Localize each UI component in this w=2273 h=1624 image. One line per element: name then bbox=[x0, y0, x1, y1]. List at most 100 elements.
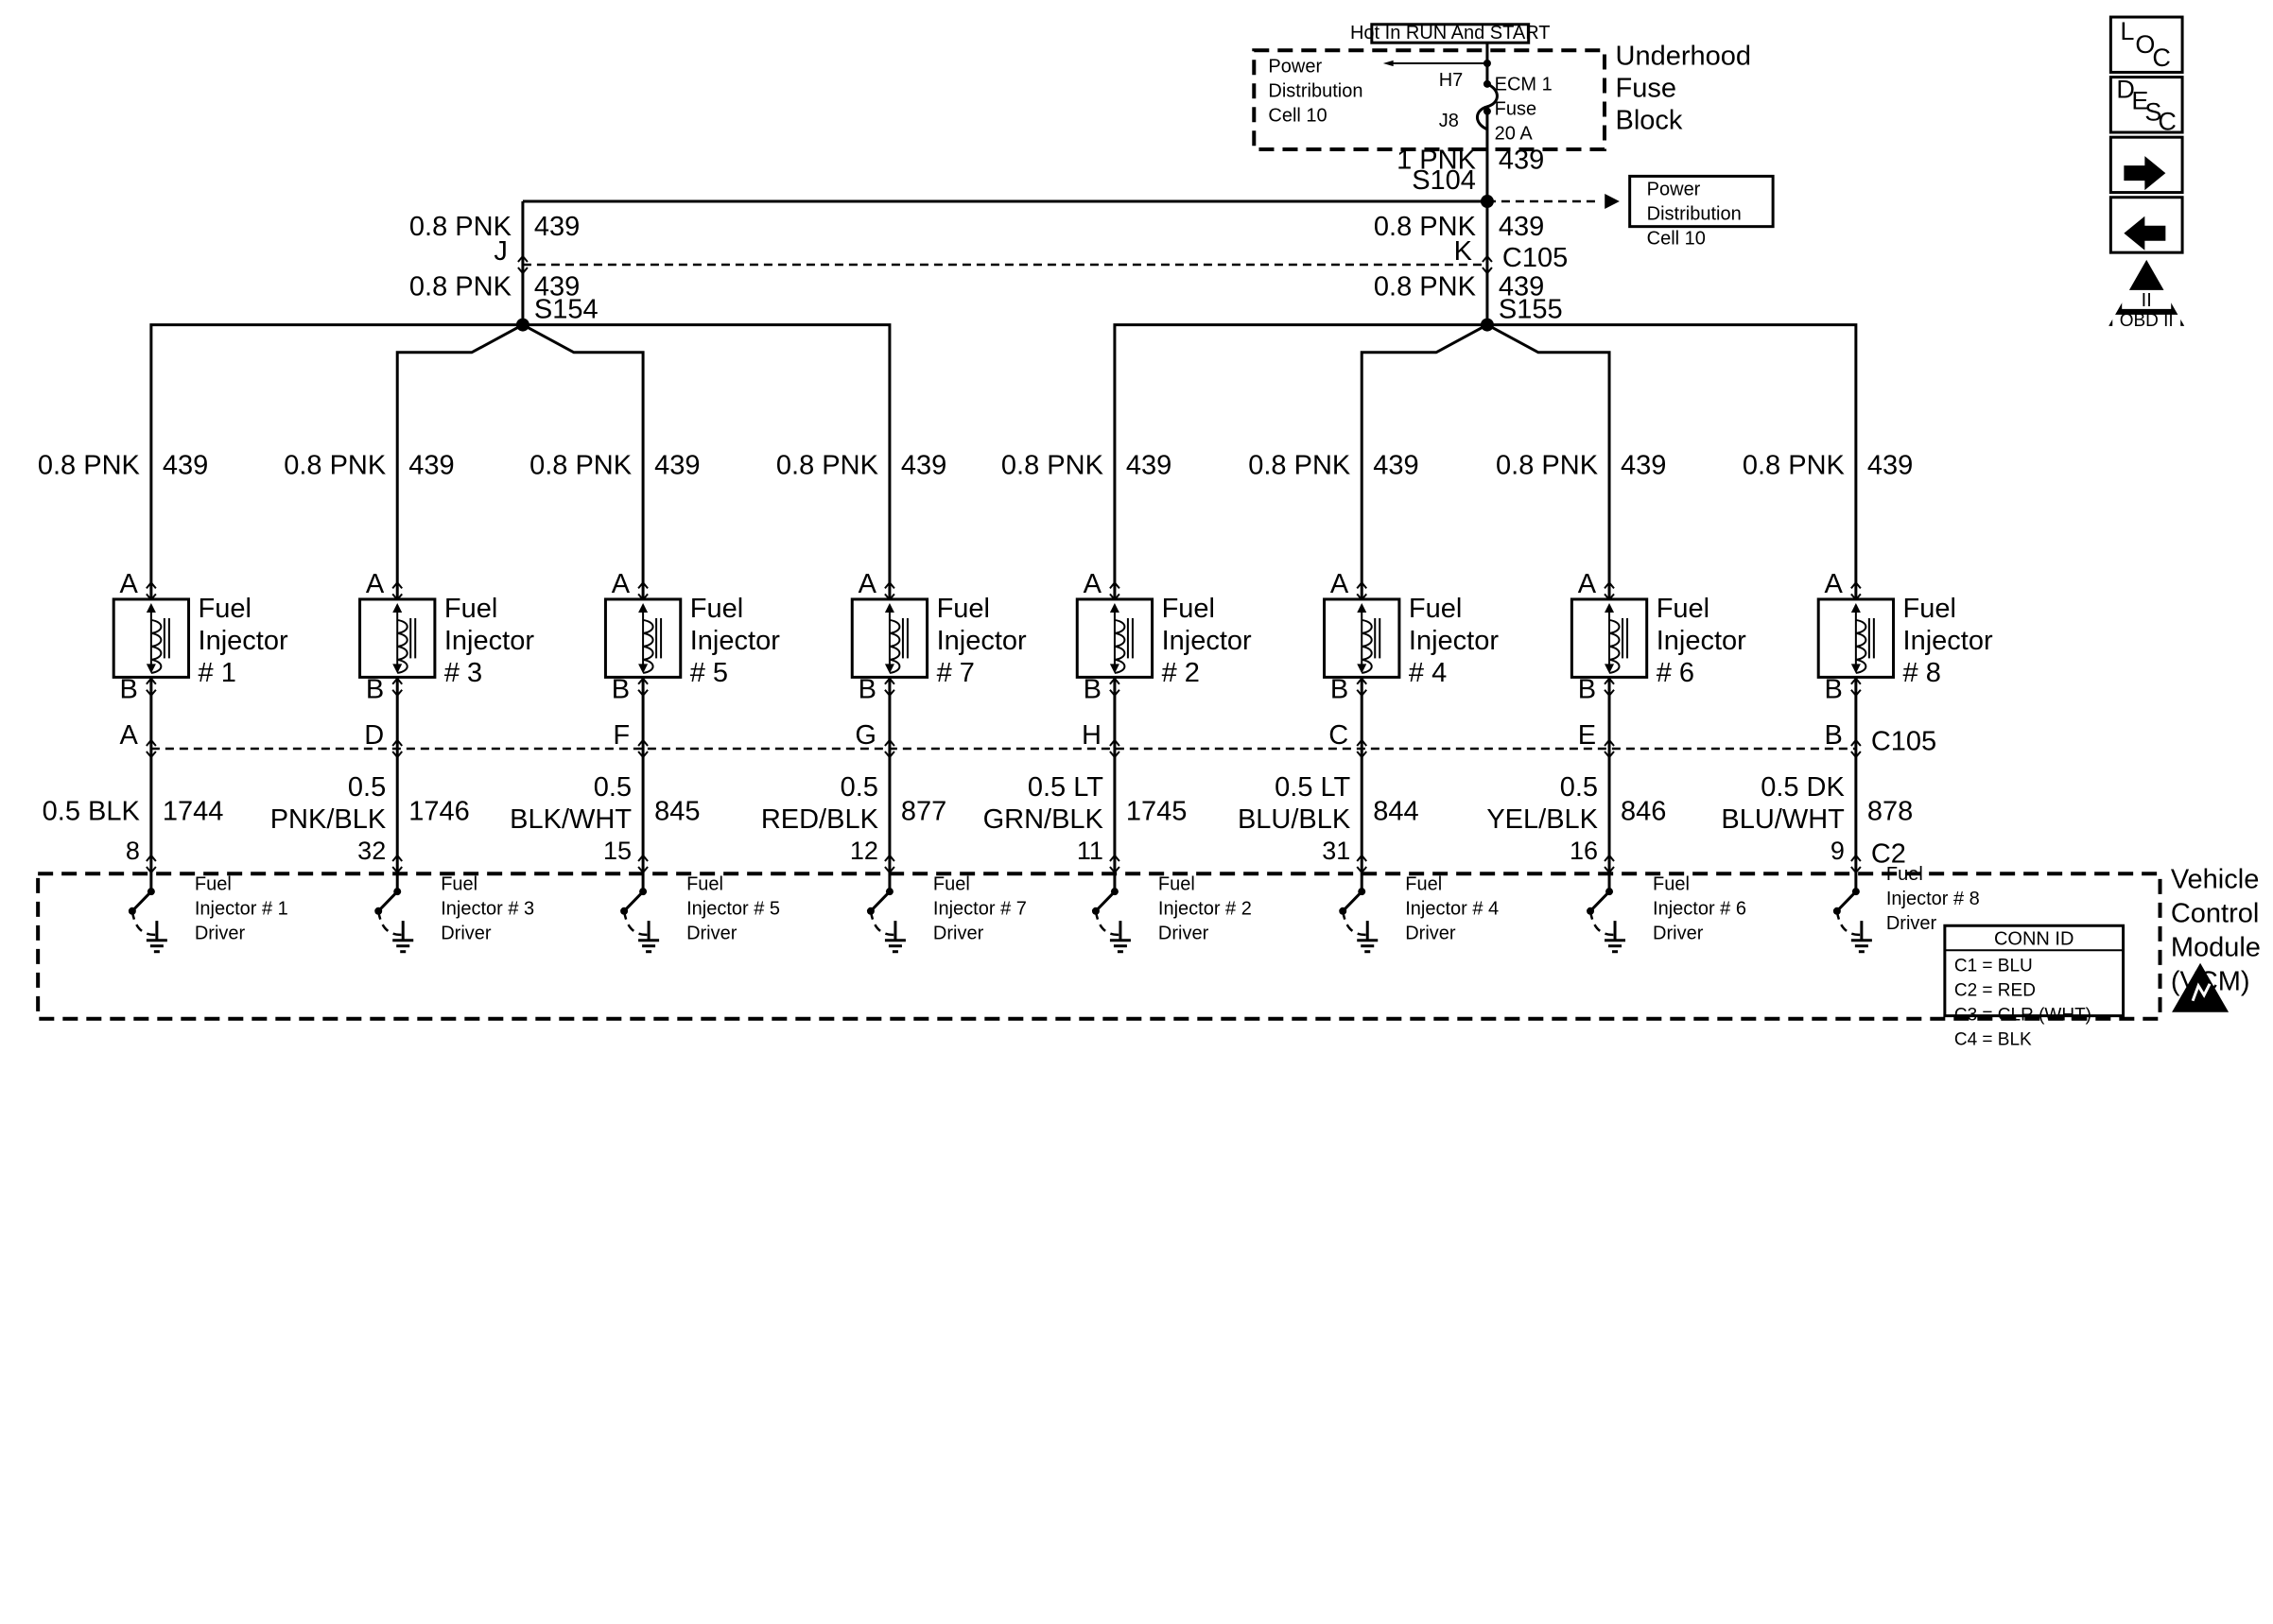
coil-icon bbox=[889, 618, 901, 674]
desc-button-frame[interactable] bbox=[2108, 76, 2184, 134]
fuel-injector-name: Injector bbox=[1409, 626, 1499, 656]
injector-supply-wire-label: 0.8 PNK bbox=[1496, 451, 1599, 481]
chevron-down-icon bbox=[146, 751, 157, 759]
connector-c105-terminal-icon bbox=[1482, 254, 1493, 275]
loc-button-frame[interactable] bbox=[2108, 15, 2184, 74]
fuel-injector-name: Injector bbox=[1903, 626, 1993, 656]
driver-switch-icon bbox=[377, 890, 399, 912]
chevron-up-icon bbox=[391, 580, 403, 589]
feed-wire-circuit: 439 bbox=[1499, 146, 1544, 176]
control-circuit-label: 844 bbox=[1373, 797, 1418, 827]
injector-driver-label: Fuel bbox=[686, 873, 723, 894]
injector-pin-a: A bbox=[1825, 569, 1844, 599]
splice-label: S154 bbox=[534, 295, 599, 325]
connector-c105-terminal-icon bbox=[517, 254, 529, 275]
prev-button[interactable] bbox=[2108, 196, 2184, 254]
fuel-injector-name: # 6 bbox=[1657, 658, 1694, 688]
injector-pin-b: B bbox=[859, 675, 876, 705]
obd-label-plate[interactable] bbox=[2112, 314, 2181, 328]
esd-hand-icon bbox=[2191, 982, 2212, 1002]
c105-pin-label: K bbox=[1454, 236, 1473, 267]
ground-icon bbox=[392, 939, 414, 954]
arrow-down-icon bbox=[884, 664, 894, 674]
chevron-up-icon bbox=[1109, 580, 1120, 589]
injector-driver-label: Injector # 8 bbox=[1886, 889, 1980, 909]
coil-icon bbox=[642, 618, 654, 674]
arrow-down-icon bbox=[1605, 664, 1615, 674]
driver-switch-link bbox=[376, 910, 404, 937]
prev-arrow-icon[interactable] bbox=[2124, 216, 2166, 251]
next-arrow-icon[interactable] bbox=[2124, 156, 2166, 191]
connector-c105-terminal-icon bbox=[884, 738, 895, 759]
obd-label: OBD II bbox=[2120, 311, 2174, 331]
injector-driver-label: Driver bbox=[933, 923, 984, 943]
chevron-up-icon bbox=[1604, 738, 1615, 747]
vcm-pin-number: 8 bbox=[126, 837, 140, 865]
driver-switch-link bbox=[622, 910, 650, 937]
next-button[interactable] bbox=[2108, 135, 2184, 195]
injector-supply-circuit: 439 bbox=[1373, 451, 1418, 481]
desc-letter: S bbox=[2144, 98, 2161, 127]
injector-pin-b: B bbox=[1330, 675, 1348, 705]
connector-c105-terminal-icon bbox=[146, 738, 157, 759]
chevron-up-icon bbox=[637, 738, 649, 747]
ground-icon bbox=[1109, 939, 1131, 954]
arrow-right-icon bbox=[1605, 194, 1620, 210]
obd-roman-plate[interactable] bbox=[2122, 289, 2172, 309]
chevron-up-icon bbox=[1356, 580, 1368, 589]
vcm-connector-label: C2 bbox=[1871, 838, 1906, 869]
power-distribution-ref-label: Distribution bbox=[1647, 203, 1742, 224]
vcm-pin-number: 12 bbox=[850, 837, 878, 865]
injector-driver-label: Fuel bbox=[1158, 873, 1195, 894]
fuel-injector-name: # 5 bbox=[690, 658, 728, 688]
fuel-injector-name: # 2 bbox=[1162, 658, 1200, 688]
fuse-block-ref: Distribution bbox=[1268, 80, 1362, 101]
chevron-down-icon bbox=[884, 751, 895, 759]
switch-contact-dot bbox=[1605, 888, 1614, 896]
coil-icon bbox=[397, 618, 408, 674]
injector-driver-label: Driver bbox=[195, 923, 246, 943]
injector-driver-label: Fuel bbox=[1886, 864, 1923, 885]
vcm-name: Vehicle bbox=[2171, 865, 2260, 895]
desc-letter: D bbox=[2116, 76, 2135, 104]
fuse-block-name: Underhood bbox=[1616, 41, 1752, 71]
branch-upper-circuit: 439 bbox=[534, 212, 580, 242]
fuse-pin-h7: H7 bbox=[1439, 70, 1464, 91]
injector-supply-circuit: 439 bbox=[654, 451, 700, 481]
injector-pin-b: B bbox=[612, 675, 630, 705]
fuse-label: ECM 1 bbox=[1495, 74, 1553, 95]
injector-supply-wire-label: 0.8 PNK bbox=[776, 451, 879, 481]
branch-lower-circuit: 439 bbox=[1499, 272, 1544, 302]
chevron-up-icon bbox=[517, 254, 529, 263]
arrow-up-icon bbox=[1605, 602, 1615, 613]
control-wire-label: BLU/WHT bbox=[1721, 804, 1845, 835]
injector-supply-wire-label: 0.8 PNK bbox=[38, 451, 141, 481]
ground-icon bbox=[146, 939, 167, 954]
arrow-up-icon bbox=[392, 602, 403, 613]
arrow-up-icon bbox=[1109, 602, 1119, 613]
injector-driver-label: Fuel bbox=[933, 873, 970, 894]
injector-driver-label: Driver bbox=[441, 923, 492, 943]
control-wire-label: GRN/BLK bbox=[983, 804, 1104, 835]
connector-c105-terminal-icon bbox=[391, 738, 403, 759]
chevron-up-icon bbox=[1482, 254, 1493, 263]
chevron-up-icon bbox=[1850, 580, 1862, 589]
switch-contact-dot bbox=[393, 888, 402, 896]
prev-button-frame[interactable] bbox=[2108, 196, 2184, 254]
ground-icon bbox=[1357, 939, 1379, 954]
power-source-label: Hot In RUN And START bbox=[1350, 23, 1551, 43]
chevron-down-icon bbox=[637, 751, 649, 759]
chevron-up-icon bbox=[146, 580, 157, 589]
connector-c105-terminal-icon bbox=[1109, 738, 1120, 759]
fuel-injector-name: Fuel bbox=[1409, 594, 1462, 624]
vcm-pin-number: 32 bbox=[357, 837, 386, 865]
coil-icon bbox=[1362, 618, 1373, 674]
fuel-injector-name: Injector bbox=[937, 626, 1027, 656]
branch-lower-wire: 0.8 PNK bbox=[409, 272, 512, 302]
control-circuit-label: 878 bbox=[1867, 797, 1913, 827]
fuse-block-ref: Cell 10 bbox=[1268, 105, 1327, 126]
injector-pin-a: A bbox=[1578, 569, 1597, 599]
